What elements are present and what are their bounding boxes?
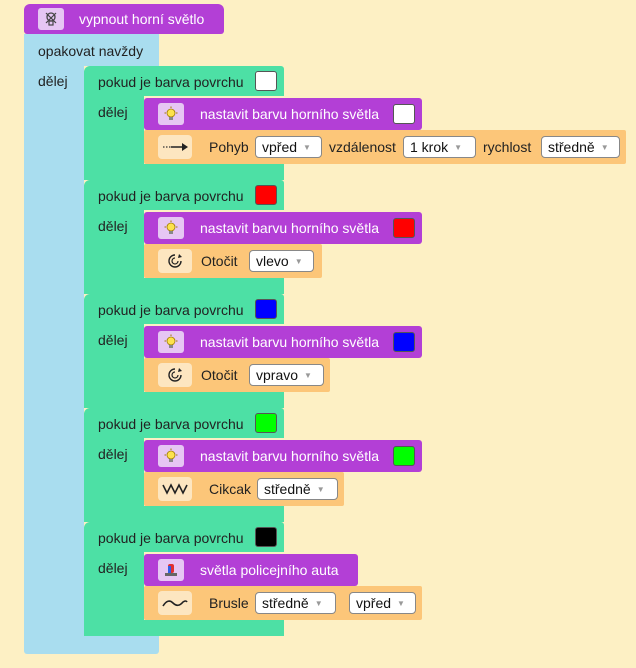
color-swatch-green[interactable] <box>255 413 277 433</box>
rotate-label: Otočit <box>201 253 238 269</box>
if-block-red-spine <box>84 210 144 278</box>
if-label: pokud je barva povrchu <box>98 302 244 318</box>
do-label: dělej <box>98 218 128 234</box>
forever-do-label: dělej <box>38 73 68 89</box>
zigzag-speed-dropdown[interactable]: středně▼ <box>257 478 338 500</box>
zigzag-icon <box>158 477 192 501</box>
color-swatch-white[interactable] <box>255 71 277 91</box>
rotate-direction-dropdown[interactable]: vlevo▼ <box>249 250 314 272</box>
if-block-black-bottom <box>84 620 284 636</box>
rotate-label: Otočit <box>201 367 238 383</box>
do-label: dělej <box>98 446 128 462</box>
set-top-light-block[interactable]: nastavit barvu horního světla <box>144 98 422 130</box>
if-block-white[interactable] <box>84 66 284 96</box>
police-lights-label: světla policejního auta <box>200 562 339 578</box>
police-light-icon <box>158 559 184 581</box>
if-label: pokud je barva povrchu <box>98 74 244 90</box>
color-swatch-black[interactable] <box>255 527 277 547</box>
set-light-label: nastavit barvu horního světla <box>200 334 379 350</box>
color-swatch-blue[interactable] <box>255 299 277 319</box>
skate-direction-dropdown[interactable]: vpřed▼ <box>349 592 416 614</box>
if-block-green-bottom <box>84 506 284 522</box>
hat-block-light-off[interactable]: vypnout horní světlo <box>24 4 224 34</box>
lightbulb-icon <box>158 445 184 467</box>
if-label: pokud je barva povrchu <box>98 530 244 546</box>
move-label: Pohyb <box>209 139 249 155</box>
set-top-light-block[interactable]: nastavit barvu horního světla <box>144 212 422 244</box>
forever-loop-top[interactable] <box>24 34 159 66</box>
rotate-block-right[interactable]: Otočit vpravo▼ <box>144 358 330 392</box>
rotate-icon <box>158 249 192 273</box>
if-block-green-spine <box>84 438 144 506</box>
lightbulb-icon <box>158 331 184 353</box>
if-block-white-bottom <box>84 164 284 180</box>
do-label: dělej <box>98 332 128 348</box>
set-top-light-block[interactable]: nastavit barvu horního světla <box>144 326 422 358</box>
rotate-icon <box>158 363 192 387</box>
move-direction-dropdown[interactable]: vpřed▼ <box>255 136 322 158</box>
if-label: pokud je barva povrchu <box>98 416 244 432</box>
do-label: dělej <box>98 104 128 120</box>
if-block-red-bottom <box>84 278 284 294</box>
forever-label: opakovat navždy <box>38 43 144 59</box>
lightbulb-icon <box>158 217 184 239</box>
color-swatch-red[interactable] <box>255 185 277 205</box>
move-speed-dropdown[interactable]: středně▼ <box>541 136 620 158</box>
if-block-blue-bottom <box>84 392 284 408</box>
arrow-right-icon <box>158 135 192 159</box>
light-color-swatch-red[interactable] <box>393 218 415 238</box>
set-light-label: nastavit barvu horního světla <box>200 220 379 236</box>
wave-icon <box>158 591 192 615</box>
set-light-label: nastavit barvu horního světla <box>200 448 379 464</box>
move-distance-dropdown[interactable]: 1 krok▼ <box>403 136 476 158</box>
distance-label: vzdálenost <box>329 139 396 155</box>
rotate-block-left[interactable]: Otočit vlevo▼ <box>144 244 322 278</box>
skate-speed-dropdown[interactable]: středně▼ <box>255 592 336 614</box>
set-top-light-block[interactable]: nastavit barvu horního světla <box>144 440 422 472</box>
zigzag-label: Cikcak <box>209 481 252 497</box>
rotate-direction-dropdown[interactable]: vpravo▼ <box>249 364 324 386</box>
if-label: pokud je barva povrchu <box>98 188 244 204</box>
set-light-label: nastavit barvu horního světla <box>200 106 379 122</box>
forever-loop-bottom <box>24 636 159 654</box>
zigzag-block[interactable]: Cikcak středně▼ <box>144 472 344 506</box>
if-block-black-spine <box>84 552 144 620</box>
move-block[interactable]: Pohyb vpřed▼ vzdálenost 1 krok▼ rychlost… <box>144 130 626 164</box>
speed-label: rychlost <box>483 139 532 155</box>
police-lights-block[interactable]: světla policejního auta <box>144 554 358 586</box>
if-block-white-spine <box>84 96 144 164</box>
lightbulb-icon <box>158 103 184 125</box>
forever-loop-spine <box>24 66 84 638</box>
light-color-swatch-blue[interactable] <box>393 332 415 352</box>
if-block-red[interactable] <box>84 180 284 210</box>
skate-block[interactable]: Brusle středně▼ vpřed▼ <box>144 586 422 620</box>
skate-label: Brusle <box>209 595 249 611</box>
if-block-black[interactable] <box>84 522 284 552</box>
do-label: dělej <box>98 560 128 576</box>
if-block-blue[interactable] <box>84 294 284 324</box>
if-block-green[interactable] <box>84 408 284 438</box>
light-color-swatch-green[interactable] <box>393 446 415 466</box>
if-block-blue-spine <box>84 324 144 392</box>
light-off-icon <box>38 8 64 30</box>
light-color-swatch-white[interactable] <box>393 104 415 124</box>
hat-label: vypnout horní světlo <box>79 11 205 27</box>
